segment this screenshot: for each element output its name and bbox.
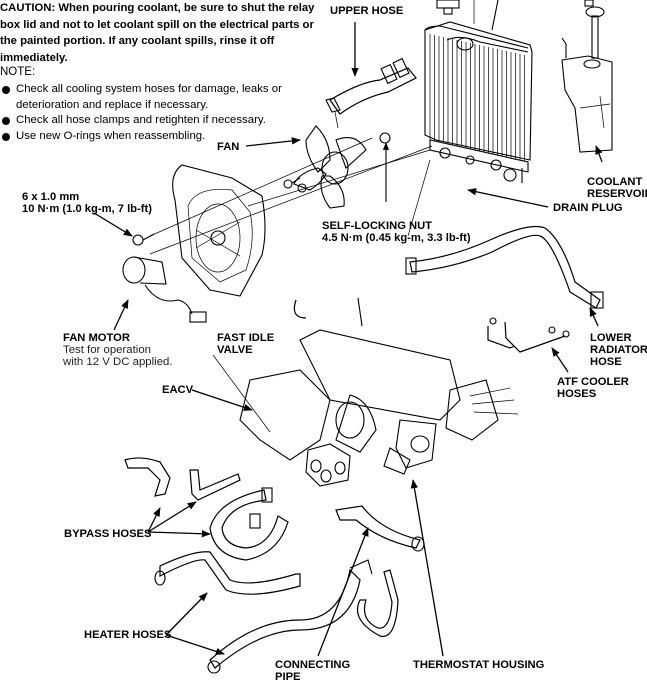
connecting-pipe-drawing [335,505,425,637]
label-upper-hose: UPPER HOSE [330,5,404,17]
radiator [424,21,533,183]
label-bolt-size: 6 x 1.0 mm [22,191,80,203]
label-atf-cooler-hoses-1: ATF COOLER [557,376,629,388]
heater-hoses-drawing [154,551,373,674]
bullet-icon [2,117,10,125]
note-list: Check all cooling system hoses for damag… [0,82,336,144]
radiator-cap-icon [436,0,499,31]
label-self-locking-nut: SELF-LOCKING NUT [322,220,433,232]
label-connecting-pipe-1: CONNECTING [275,659,351,671]
label-connecting-pipe-2: PIPE [275,671,301,683]
caution-text: CAUTION: When pouring coolant, be sure t… [0,2,315,64]
bullet-icon [2,86,10,94]
note-item: Check all hose clamps and retighten if n… [0,113,336,129]
label-fan: FAN [217,141,240,153]
label-bypass-hoses: BYPASS HOSES [64,528,152,540]
label-lower-radiator-hose-2: RADIATOR [590,344,647,356]
label-lower-radiator-hose-3: HOSE [590,356,622,368]
atf-cooler-hoses-drawing [487,317,570,353]
fan-shroud-drawing [172,164,266,297]
note-item: Use new O-rings when reassembling. [0,129,336,145]
label-lower-radiator-hose-1: LOWER [590,332,632,344]
assembly-lines [149,137,433,255]
label-bolt-torque: 10 N·m (1.0 kg-m, 7 lb-ft) [22,203,152,215]
label-atf-cooler-hoses-2: HOSES [557,388,597,400]
label-thermostat-housing: THERMOSTAT HOUSING [413,659,545,671]
label-fast-idle-valve-1: FAST IDLE [217,332,275,344]
label-eacv: EACV [162,384,194,396]
label-drain-plug: DRAIN PLUG [553,202,623,214]
label-coolant-reservoir-1: COOLANT [587,176,643,188]
label-fast-idle-valve-2: VALVE [217,344,253,356]
label-heater-hoses: HEATER HOSES [84,629,172,641]
label-fan-motor-note-2: with 12 V DC applied. [63,356,173,368]
bullet-icon [2,132,10,141]
label-fan-motor: FAN MOTOR [63,332,130,344]
leader-lines [93,22,603,657]
label-coolant-reservoir-2: RESERVOIR [587,188,647,200]
coolant-reservoir-drawing [561,0,613,153]
lower-radiator-hose-drawing [405,225,604,309]
engine-drawing [239,297,519,475]
label-fan-motor-note-1: Test for operation [63,344,152,356]
fan-motor-drawing [122,177,307,323]
label-self-locking-nut-torque: 4.5 N·m (0.45 kg-m, 3.3 lb-ft) [322,232,471,244]
upper-hose-drawing [325,57,417,129]
bypass-hoses-drawing [124,457,289,561]
note-item: Check all cooling system hoses for damag… [0,82,336,113]
fan-blade-drawing [293,125,391,209]
note-heading: NOTE: [0,66,36,78]
thermostat-housing-drawing [305,443,351,487]
